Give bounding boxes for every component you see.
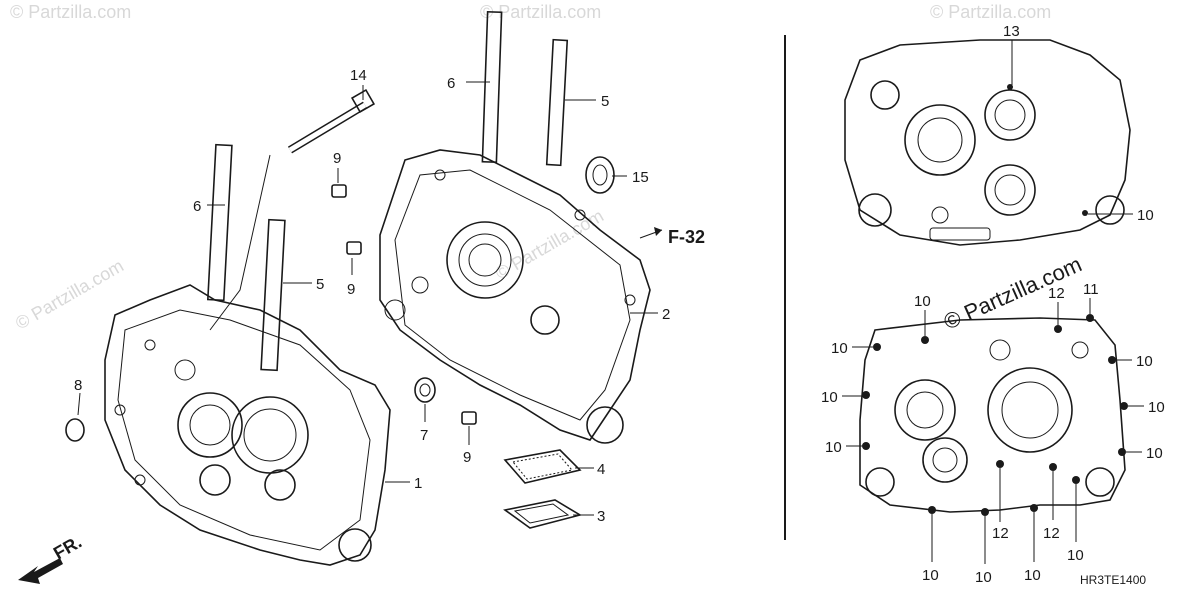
bolt-label-10-h: 10 [922,567,939,584]
faint-watermark-1: © Partzilla.com [10,2,131,22]
bolt-label-12-a: 12 [1048,285,1065,302]
front-arrow: FR. [18,532,85,584]
callout-5-left: 5 [316,276,324,293]
dowel-9-middle [346,241,362,255]
crankcase-right-half [379,149,651,444]
stud-6-right [481,10,503,164]
screen-4 [503,449,582,484]
bolt-label-10-a: 10 [914,293,931,310]
stud-5-left [260,218,286,372]
bolt-label-10-i: 10 [975,569,992,586]
callout-10-top: 10 [1137,207,1154,224]
callout-9-upper: 9 [333,150,341,167]
front-arrow-label: FR. [50,532,85,564]
bolt-label-10-k: 10 [1067,547,1084,564]
bolt-label-group: 10 10 10 10 10 10 10 10 10 10 10 10 11 1… [821,281,1165,586]
bolt-label-10-j: 10 [1024,567,1041,584]
bolt-label-11: 11 [1083,281,1099,298]
faint-watermark-3: © Partzilla.com [930,2,1051,22]
gasket-3 [503,499,583,529]
bearing-7 [414,377,436,403]
callout-5-top: 5 [601,93,609,110]
crankcase-view-bottom [859,314,1128,516]
stud-6-left [206,143,233,302]
bolt-label-10-c: 10 [821,389,838,406]
dowel-9-lower [461,411,477,425]
bolt-label-12-c: 12 [1043,525,1060,542]
bolt-label-10-e: 10 [1136,353,1153,370]
callout-4: 4 [597,461,605,478]
oil-seal-15 [585,156,615,194]
stud-5-right [545,38,569,167]
bolt-label-10-f: 10 [1148,399,1165,416]
o-ring-8 [65,418,85,442]
crankcase-left-half [104,284,391,566]
leader-lines [77,40,1133,516]
callout-13: 13 [1003,23,1020,40]
faint-watermarks: © Partzilla.com © Partzilla.com © Partzi… [10,2,1051,333]
bolt-label-10-d: 10 [825,439,842,456]
diagram-code: HR3TE1400 [1080,573,1146,587]
callout-6-left: 6 [193,198,201,215]
callout-8: 8 [74,377,82,394]
callout-9-lower: 9 [463,449,471,466]
dowel-9-upper [331,184,347,198]
front-arrow-icon [18,558,63,584]
callout-9-middle: 9 [347,281,355,298]
bolt-14 [287,88,376,154]
crankcase-view-top [844,39,1131,246]
reference-f32: F-32 [639,227,705,247]
bolt-14-guide-line [209,154,271,331]
callout-3: 3 [597,508,605,525]
faint-watermark-4: © Partzilla.com [12,255,127,333]
bolt-label-10-g: 10 [1146,445,1163,462]
callout-7: 7 [420,427,428,444]
reference-f32-label: F-32 [668,227,705,247]
faint-watermark-2: © Partzilla.com [480,2,601,22]
callout-14: 14 [350,67,367,84]
callout-2: 2 [662,306,670,323]
faint-watermark-5: © Partzilla.com [492,205,607,283]
callout-1: 1 [414,475,422,492]
bolt-label-10-b: 10 [831,340,848,357]
callout-15: 15 [632,169,649,186]
bolt-label-12-b: 12 [992,525,1009,542]
callout-6-top: 6 [447,75,455,92]
